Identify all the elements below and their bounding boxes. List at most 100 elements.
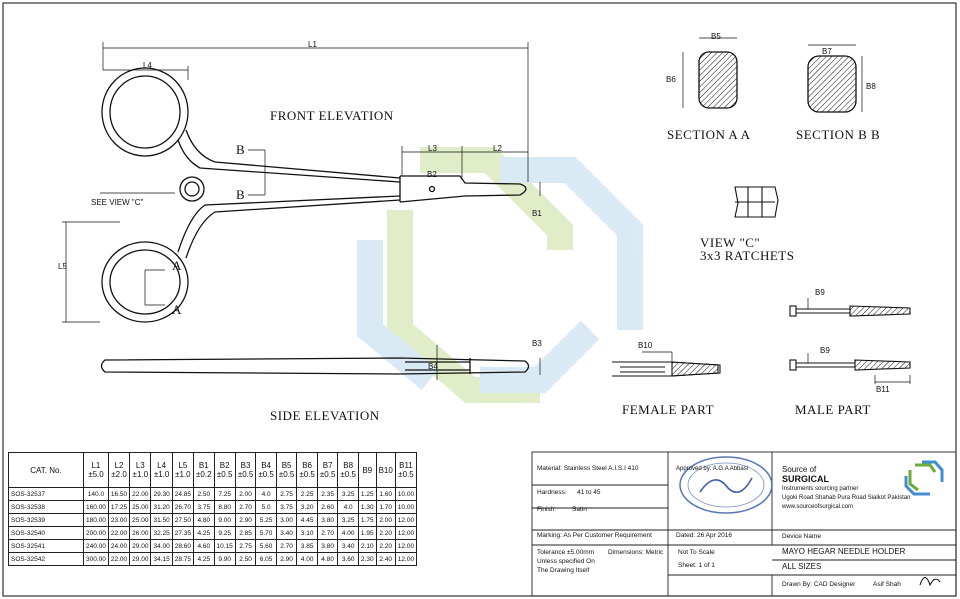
dim-b10: B10	[638, 341, 653, 350]
table-cell: 1.95	[357, 526, 377, 540]
table-header-top: B7	[322, 461, 333, 470]
table-cell: 240.00	[83, 539, 109, 553]
section-aa-label: SECTION A A	[667, 127, 751, 142]
table-cell: 5.70	[255, 526, 277, 540]
table-header-top: CAT. No.	[30, 465, 62, 475]
table-header-top: L4	[157, 461, 167, 470]
front-dimensions	[62, 42, 541, 323]
table-cell: 140.0	[83, 487, 109, 501]
table-header-top: L3	[135, 461, 145, 470]
company-logo	[904, 460, 944, 496]
dim-b4: B4	[428, 362, 438, 371]
front-elevation-drawing	[101, 67, 527, 323]
dim-l4: L4	[143, 61, 152, 70]
table-cell: 3.85	[296, 539, 318, 553]
table-cell: 3.20	[296, 500, 318, 514]
table-cell: 2.40	[375, 552, 396, 566]
table-cell: 22.00	[107, 526, 131, 540]
table-header-bottom: ±1.0	[175, 470, 191, 479]
view-c-label: VIEW "C"	[700, 235, 761, 250]
sheet-text: Sheet: 1 of 1	[678, 562, 715, 569]
table-cell: SOS-32540	[8, 526, 84, 540]
table-cell: 10.00	[394, 500, 418, 514]
website-text: www.sourceofsurgical.com	[782, 504, 854, 510]
table-cell: 28.60	[171, 539, 195, 553]
drawn-by-text: Drawn By: CAD Designer	[782, 581, 856, 588]
table-header-cell: B8±0.5	[337, 452, 359, 488]
table-header-bottom: ±1.0	[132, 470, 149, 479]
table-cell: 3.25	[337, 513, 359, 527]
table-header-cell: L1±5.0	[83, 452, 109, 488]
dim-b9-top: B9	[815, 288, 825, 297]
table-cell: 2.30	[357, 552, 377, 566]
watermark-logo	[357, 147, 643, 403]
table-cell: 12.00	[394, 513, 418, 527]
tolerance-text: Tolerance ±5.00mm	[537, 549, 595, 556]
section-bb-label: SECTION B B	[796, 127, 881, 142]
table-header-cell: B2±0.5	[213, 452, 236, 488]
table-cell: 160.00	[83, 500, 109, 514]
table-cell: 4.0	[337, 500, 359, 514]
table-cell: 3.80	[316, 539, 339, 553]
table-header-bottom: ±0.5	[299, 470, 315, 479]
table-cell: 9.90	[213, 552, 236, 566]
table-cell: 24.00	[107, 539, 131, 553]
table-cell: 12.00	[394, 539, 418, 553]
finish-value: Satin	[572, 506, 587, 513]
section-a-upper-letter: A	[172, 258, 182, 273]
dim-b3: B3	[532, 339, 542, 348]
male-part-drawing	[789, 298, 911, 384]
hardness-label: Hardness:	[537, 489, 567, 496]
table-header-bottom: ±0.5	[278, 470, 295, 479]
source-of-text: Source of	[782, 465, 817, 474]
table-header-cell: B4±0.5	[255, 452, 277, 488]
ratchets-label: 3x3 RATCHETS	[700, 248, 795, 263]
table-cell: 5.0	[255, 500, 277, 514]
table-cell: SOS-32542	[8, 552, 84, 566]
table-header-bottom: ±5.0	[88, 470, 104, 479]
table-cell: SOS-32538	[8, 500, 84, 514]
table-cell: 1.60	[375, 487, 396, 501]
table-cell: 4.0	[255, 487, 277, 501]
surgical-text: SURGICAL	[782, 474, 829, 484]
table-cell: 1.70	[375, 500, 396, 514]
table-header-top: B5	[281, 461, 292, 470]
table-cell: 3.80	[316, 513, 339, 527]
table-header-bottom: ±0.5	[216, 470, 233, 479]
table-header-top: B6	[302, 461, 313, 470]
table-cell: 3.40	[275, 526, 298, 540]
table-header-bottom: ±0.2	[196, 470, 212, 479]
table-header-cell: B3±0.5	[234, 452, 257, 488]
table-cell: 5.25	[255, 513, 277, 527]
dim-b9-bottom: B9	[820, 346, 830, 355]
table-header-top: B10	[378, 465, 393, 475]
table-cell: 7.25	[213, 487, 236, 501]
table-cell: 2.00	[234, 487, 257, 501]
table-header-cell: B5±0.5	[275, 452, 298, 488]
dim-b11: B11	[876, 385, 890, 394]
table-cell: 10.15	[213, 539, 236, 553]
table-cell: 2.90	[275, 552, 298, 566]
table-cell: 2.00	[375, 513, 396, 527]
table-header-cell: L5±1.0	[171, 452, 195, 488]
table-cell: 22.00	[107, 552, 131, 566]
table-header-cell: B1±0.2	[193, 452, 215, 488]
table-header-top: B11	[399, 461, 413, 470]
device-name-value: MAYO HEGAR NEEDLE HOLDER	[782, 547, 906, 556]
signature-mark	[919, 576, 941, 587]
table-cell: 31.50	[150, 513, 173, 527]
table-header-cell: B9	[357, 452, 377, 488]
side-elevation-label: SIDE ELEVATION	[270, 408, 380, 423]
dim-b1: B1	[532, 209, 542, 218]
table-cell: 4.45	[296, 513, 318, 527]
dim-b8: B8	[866, 82, 876, 91]
title-block-lines	[531, 451, 957, 597]
table-cell: 4.25	[193, 552, 215, 566]
table-cell: 26.70	[171, 500, 195, 514]
table-header-bottom: ±0.5	[258, 470, 274, 479]
table-cell: 2.60	[316, 500, 339, 514]
table-cell: 26.00	[129, 526, 152, 540]
